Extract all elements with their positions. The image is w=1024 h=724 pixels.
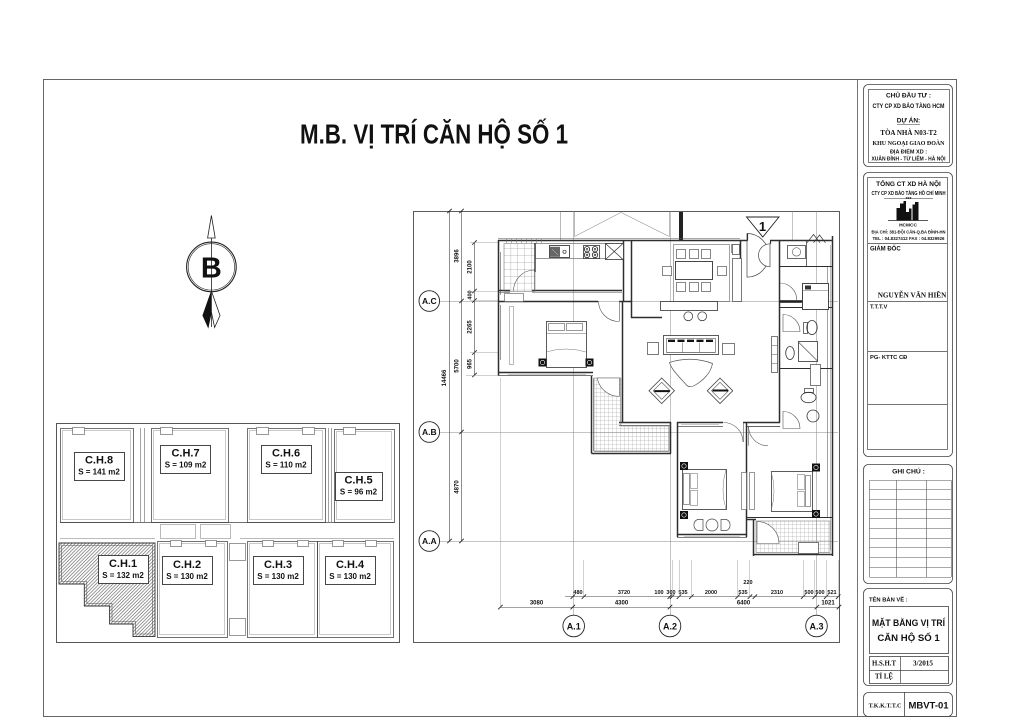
- svg-text:3080: 3080: [530, 601, 544, 607]
- svg-text:KHU NGOẠI GIAO ĐOÀN: KHU NGOẠI GIAO ĐOÀN: [873, 139, 945, 147]
- svg-text:TỈ LỆ: TỈ LỆ: [875, 673, 893, 681]
- svg-text:S = 130 m2: S = 130 m2: [166, 572, 208, 581]
- svg-text:T.K.K.T.T.C: T.K.K.T.T.C: [869, 703, 902, 710]
- svg-text:PG- KTTC CĐ: PG- KTTC CĐ: [870, 355, 907, 361]
- svg-text:GIÁM ĐỐC: GIÁM ĐỐC: [870, 246, 901, 253]
- svg-text:A.C: A.C: [422, 296, 437, 306]
- svg-text:C.H.7: C.H.7: [171, 448, 199, 460]
- svg-text:C.H.5: C.H.5: [344, 475, 372, 487]
- svg-text:GHI CHÚ :: GHI CHÚ :: [892, 467, 925, 476]
- svg-text:CĂN HỘ SỐ 1: CĂN HỘ SỐ 1: [877, 632, 940, 644]
- svg-text:MBVT-01: MBVT-01: [908, 701, 949, 712]
- svg-text:T.T.T.V: T.T.T.V: [870, 305, 888, 311]
- svg-text:2310: 2310: [771, 590, 783, 596]
- svg-text:535: 535: [678, 590, 687, 596]
- svg-text:TÒA NHÀ N03-T2: TÒA NHÀ N03-T2: [880, 129, 937, 137]
- svg-text:4300: 4300: [615, 601, 629, 607]
- svg-text:C.H.4: C.H.4: [336, 559, 365, 571]
- svg-text:A.2: A.2: [663, 621, 677, 631]
- svg-text:C.H.3: C.H.3: [264, 559, 292, 571]
- svg-text:S = 141 m2: S = 141 m2: [78, 468, 120, 477]
- svg-text:CTY CP XD BẢO TÀNG HỒ CHÍ MINH: CTY CP XD BẢO TÀNG HỒ CHÍ MINH: [872, 189, 946, 197]
- svg-text:DỰ ÁN:: DỰ ÁN:: [897, 116, 920, 125]
- svg-text:521: 521: [827, 590, 836, 596]
- svg-text:S = 130 m2: S = 130 m2: [329, 572, 371, 581]
- svg-text:C.H.8: C.H.8: [85, 455, 113, 467]
- svg-text:CHỦ ĐẦU TƯ :: CHỦ ĐẦU TƯ :: [886, 90, 931, 100]
- svg-text:1021: 1021: [821, 601, 835, 607]
- svg-text:1: 1: [759, 219, 766, 234]
- svg-text:500: 500: [804, 590, 813, 596]
- svg-text:S = 110 m2: S = 110 m2: [265, 461, 307, 470]
- svg-text:M.B. VỊ TRÍ CĂN HỘ SỐ 1: M.B. VỊ TRÍ CĂN HỘ SỐ 1: [300, 118, 568, 150]
- svg-text:480: 480: [573, 590, 582, 596]
- svg-text:C.H.6: C.H.6: [272, 448, 300, 460]
- svg-text:ĐỊA CHỈ: 381-ĐỘI CẤN-Q.BA ĐÌNH: ĐỊA CHỈ: 381-ĐỘI CẤN-Q.BA ĐÌNH-HN: [872, 228, 946, 236]
- svg-text:400: 400: [468, 290, 474, 299]
- svg-text:C.H.1: C.H.1: [109, 558, 137, 570]
- svg-text:14466: 14466: [442, 369, 448, 386]
- svg-text:S = 132 m2: S = 132 m2: [102, 571, 144, 580]
- svg-text:TỔNG CT XD HÀ NỘI: TỔNG CT XD HÀ NỘI: [876, 179, 941, 188]
- svg-text:S = 130 m2: S = 130 m2: [257, 572, 299, 581]
- svg-text:NGUYỄN VĂN HIỀN: NGUYỄN VĂN HIỀN: [878, 290, 947, 300]
- svg-text:S = 96 m2: S = 96 m2: [340, 488, 378, 497]
- svg-text:***: ***: [906, 197, 912, 203]
- svg-text:3/2015: 3/2015: [913, 660, 933, 668]
- svg-text:100: 100: [654, 590, 663, 596]
- svg-text:2000: 2000: [705, 590, 717, 596]
- svg-text:A.B: A.B: [422, 427, 437, 437]
- svg-text:5700: 5700: [455, 359, 461, 373]
- svg-text:A.3: A.3: [809, 621, 823, 631]
- svg-text:HCMCC: HCMCC: [899, 223, 917, 229]
- svg-text:500: 500: [815, 590, 824, 596]
- svg-text:3720: 3720: [618, 590, 630, 596]
- svg-text:TÊN BẢN VẼ :: TÊN BẢN VẼ :: [869, 596, 908, 604]
- svg-text:A.1: A.1: [567, 621, 581, 631]
- svg-text:3896: 3896: [455, 249, 461, 263]
- svg-text:B: B: [201, 253, 222, 285]
- svg-text:ĐỊA ĐIỂM XD :: ĐỊA ĐIỂM XD :: [890, 149, 927, 156]
- svg-text:H.S.H.T: H.S.H.T: [872, 661, 896, 668]
- svg-text:4870: 4870: [455, 480, 461, 494]
- svg-text:535: 535: [738, 590, 747, 596]
- svg-text:2265: 2265: [468, 320, 474, 334]
- svg-text:TEL : 04.8327412 FAX : 04.8: TEL : 04.8327412 FAX : 04.8329926: [873, 236, 945, 242]
- svg-text:CTY CP XD BẢO TÀNG HCM: CTY CP XD BẢO TÀNG HCM: [873, 103, 945, 110]
- svg-text:S = 109 m2: S = 109 m2: [165, 461, 207, 470]
- svg-text:965: 965: [468, 358, 474, 369]
- svg-text:6400: 6400: [737, 601, 751, 607]
- svg-text:XUÂN ĐỈNH - TỪ LIÊM - HÀ NỘI: XUÂN ĐỈNH - TỪ LIÊM - HÀ NỘI: [872, 155, 947, 163]
- svg-text:C.H.2: C.H.2: [173, 559, 201, 571]
- svg-text:A.A: A.A: [422, 536, 437, 546]
- svg-text:MẶT BẰNG VỊ TRÍ: MẶT BẰNG VỊ TRÍ: [872, 617, 945, 629]
- svg-text:220: 220: [743, 580, 752, 586]
- svg-text:300: 300: [666, 590, 675, 596]
- svg-text:2100: 2100: [468, 260, 474, 274]
